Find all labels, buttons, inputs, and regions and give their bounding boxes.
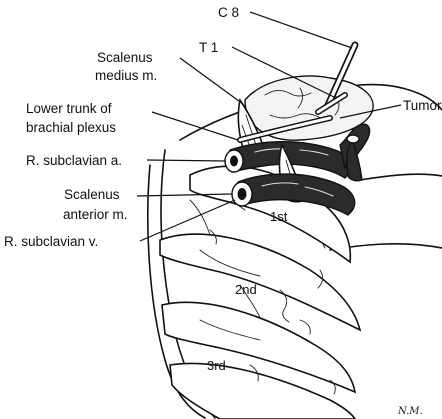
label-rib-3rd: 3rd	[207, 358, 226, 373]
nerve-t1	[315, 92, 348, 115]
label-t1: T 1	[199, 40, 218, 55]
rib-third	[161, 301, 357, 394]
label-rib-1st: 1st	[270, 209, 288, 224]
subclavian-vein	[231, 173, 356, 216]
label-lower-trunk-line2: brachial plexus	[26, 120, 116, 135]
branch-vessel	[346, 134, 363, 182]
label-scalenus-medius-line2: medius m.	[95, 68, 157, 83]
label-subclavian-artery: R. subclavian a.	[26, 153, 122, 168]
label-lower-trunk-line1: Lower trunk of	[26, 101, 112, 116]
lung-texture	[209, 229, 336, 395]
label-rib-2nd: 2nd	[235, 282, 257, 297]
rib-first	[189, 165, 352, 264]
label-tumor: Tumor	[403, 98, 442, 113]
label-c8: C 8	[218, 5, 239, 20]
label-scalenus-medius-line1: Scalenus	[97, 50, 153, 65]
label-scalenus-anterior-line2: anterior m.	[63, 207, 128, 222]
label-subclavian-vein: R. subclavian v.	[4, 234, 98, 249]
leader-lines	[136, 11, 402, 242]
artist-signature: N.M.	[397, 406, 423, 417]
tumor-mass	[244, 75, 374, 141]
label-scalenus-anterior-line1: Scalenus	[64, 187, 120, 202]
nerve-c8	[324, 41, 359, 109]
brachial-plexus-lower-trunk	[237, 115, 333, 143]
rib-fourth	[169, 362, 356, 419]
